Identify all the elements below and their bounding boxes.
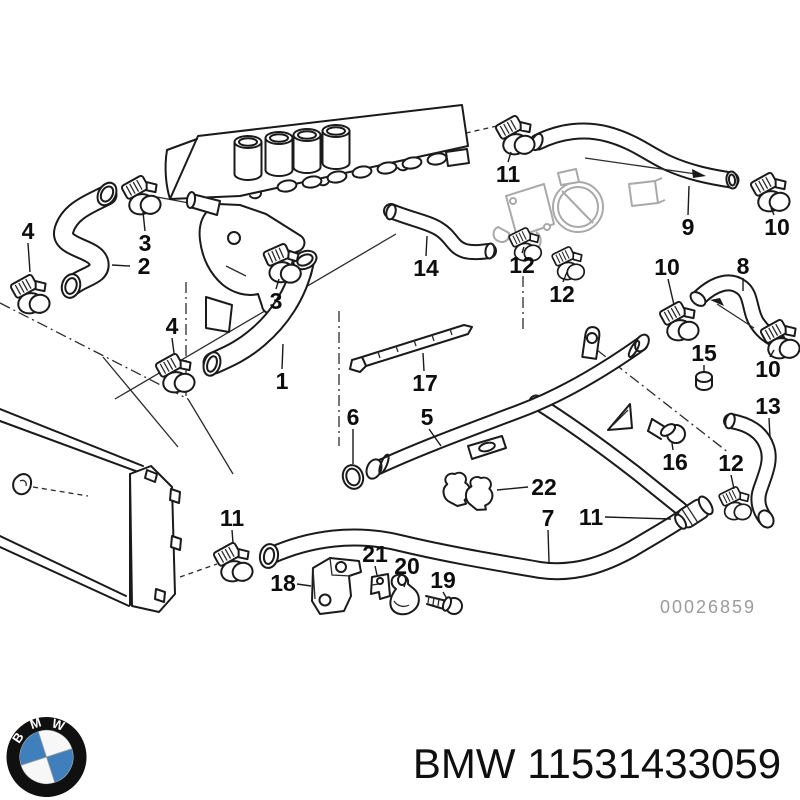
flow-arrow-9 <box>584 157 706 178</box>
callout-strip-17: 17 <box>412 370 438 396</box>
screw-19 <box>425 595 463 615</box>
callout-leader-clamp-12-b <box>562 271 568 283</box>
cylinder-stub <box>233 124 351 181</box>
hose-14 <box>383 203 497 261</box>
o-ring-6 <box>341 464 365 490</box>
callout-clamp-10-mid: 10 <box>654 254 680 280</box>
callout-leader-clamp-4-lower <box>171 337 175 354</box>
logo-letter-w: W <box>50 715 67 734</box>
callout-hose-2: 2 <box>138 253 151 279</box>
nut-15 <box>695 371 713 391</box>
callout-clamp-10-right: 10 <box>755 356 781 382</box>
callout-leader-clamp-10-mid <box>667 278 675 306</box>
callout-screw-19: 19 <box>430 567 456 593</box>
radiator <box>0 408 182 613</box>
intake-port <box>276 152 448 193</box>
callout-hose-13: 13 <box>755 393 781 419</box>
clip-21 <box>370 573 391 600</box>
pipe-bracket-gusset <box>607 403 633 431</box>
callout-leader-pipe-7 <box>547 529 550 563</box>
callout-clamp-11-top: 11 <box>496 161 521 187</box>
pipe-5 <box>365 333 650 480</box>
callout-leader-clamp-4-upper <box>27 242 31 273</box>
pipe-tab-eyelet <box>581 326 601 360</box>
pipe-7 <box>258 507 695 581</box>
callout-clamp-11-left: 11 <box>220 505 245 531</box>
callout-grommet-20: 20 <box>394 553 420 579</box>
callout-leader-grommet-20 <box>403 577 408 588</box>
pipe-bracket-tab <box>467 435 507 460</box>
callout-clamp-4-upper: 4 <box>22 218 35 244</box>
hose-13 <box>723 412 777 529</box>
callout-leader-clamp-11-left <box>231 529 234 544</box>
logo-letter-m: M <box>28 714 43 732</box>
callout-clip-21: 21 <box>362 541 388 567</box>
callout-clamp-10-top: 10 <box>764 214 790 240</box>
watermark-text: 00026859 <box>660 597 756 617</box>
callout-leader-clamp-11-top <box>507 151 512 163</box>
callout-clamp-12-c: 12 <box>718 450 744 476</box>
callout-clips-22: 22 <box>531 474 557 500</box>
callout-hose-8: 8 <box>737 253 750 279</box>
callout-leader-clips-22 <box>496 486 529 491</box>
callout-pipe-7: 7 <box>542 505 555 531</box>
radiator-hook <box>12 473 33 496</box>
bracket-18 <box>311 557 362 615</box>
bolt-16 <box>647 418 686 444</box>
hose-1 <box>202 249 318 377</box>
callout-clamp-12-b: 12 <box>549 281 575 307</box>
junction-fitting-11 <box>674 495 714 530</box>
callout-leader-pipe-5 <box>428 428 442 447</box>
callout-leader-clamp-10-top <box>770 207 775 216</box>
callout-fitting-11: 11 <box>579 504 604 530</box>
callout-leader-clip-21 <box>374 565 378 576</box>
callout-hose-14: 14 <box>413 255 439 281</box>
part-number-text: BMW 11531433059 <box>413 740 781 787</box>
hose-2 <box>53 181 118 299</box>
bmw-roundel-logo: B M W <box>6 714 87 797</box>
callout-nut-15: 15 <box>691 340 717 366</box>
callout-leader-clamp-12-c <box>730 474 735 490</box>
callout-bolt-16: 16 <box>662 449 688 475</box>
callout-leader-hose-13 <box>768 417 771 438</box>
callout-leader-hose-14 <box>425 235 428 257</box>
callout-o-ring-6: 6 <box>347 404 360 430</box>
callout-leader-clamp-12-a <box>521 246 525 254</box>
callout-pipe-5: 5 <box>421 404 434 430</box>
callout-leader-hose-9 <box>687 185 690 216</box>
strip-17 <box>349 324 473 373</box>
callout-leader-hose-2 <box>111 264 131 267</box>
callout-leader-fitting-11 <box>604 516 672 520</box>
pipe-7-branch <box>528 394 689 517</box>
callout-clamp-3-upper: 3 <box>139 230 152 256</box>
callout-leader-screw-19 <box>442 591 448 600</box>
callout-hose-9: 9 <box>682 214 695 240</box>
callout-leader-strip-17 <box>422 352 425 372</box>
callout-clamp-4-lower: 4 <box>166 313 179 339</box>
callout-leader-clamp-10-right <box>769 349 775 358</box>
callout-leader-clamp-3-lower <box>275 278 280 290</box>
callout-leader-clamp-3-upper <box>142 211 146 232</box>
flow-arrow-8 <box>710 298 755 329</box>
callout-hose-1: 1 <box>276 368 289 394</box>
callout-leader-bracket-18 <box>296 583 312 587</box>
callout-leader-bolt-16 <box>671 442 674 451</box>
hose-9 <box>529 122 740 190</box>
callout-clamp-3-lower: 3 <box>270 288 283 314</box>
callout-clamp-12-a: 12 <box>509 252 535 278</box>
callout-bracket-18: 18 <box>270 570 296 596</box>
callout-leader-hose-1 <box>281 343 284 370</box>
